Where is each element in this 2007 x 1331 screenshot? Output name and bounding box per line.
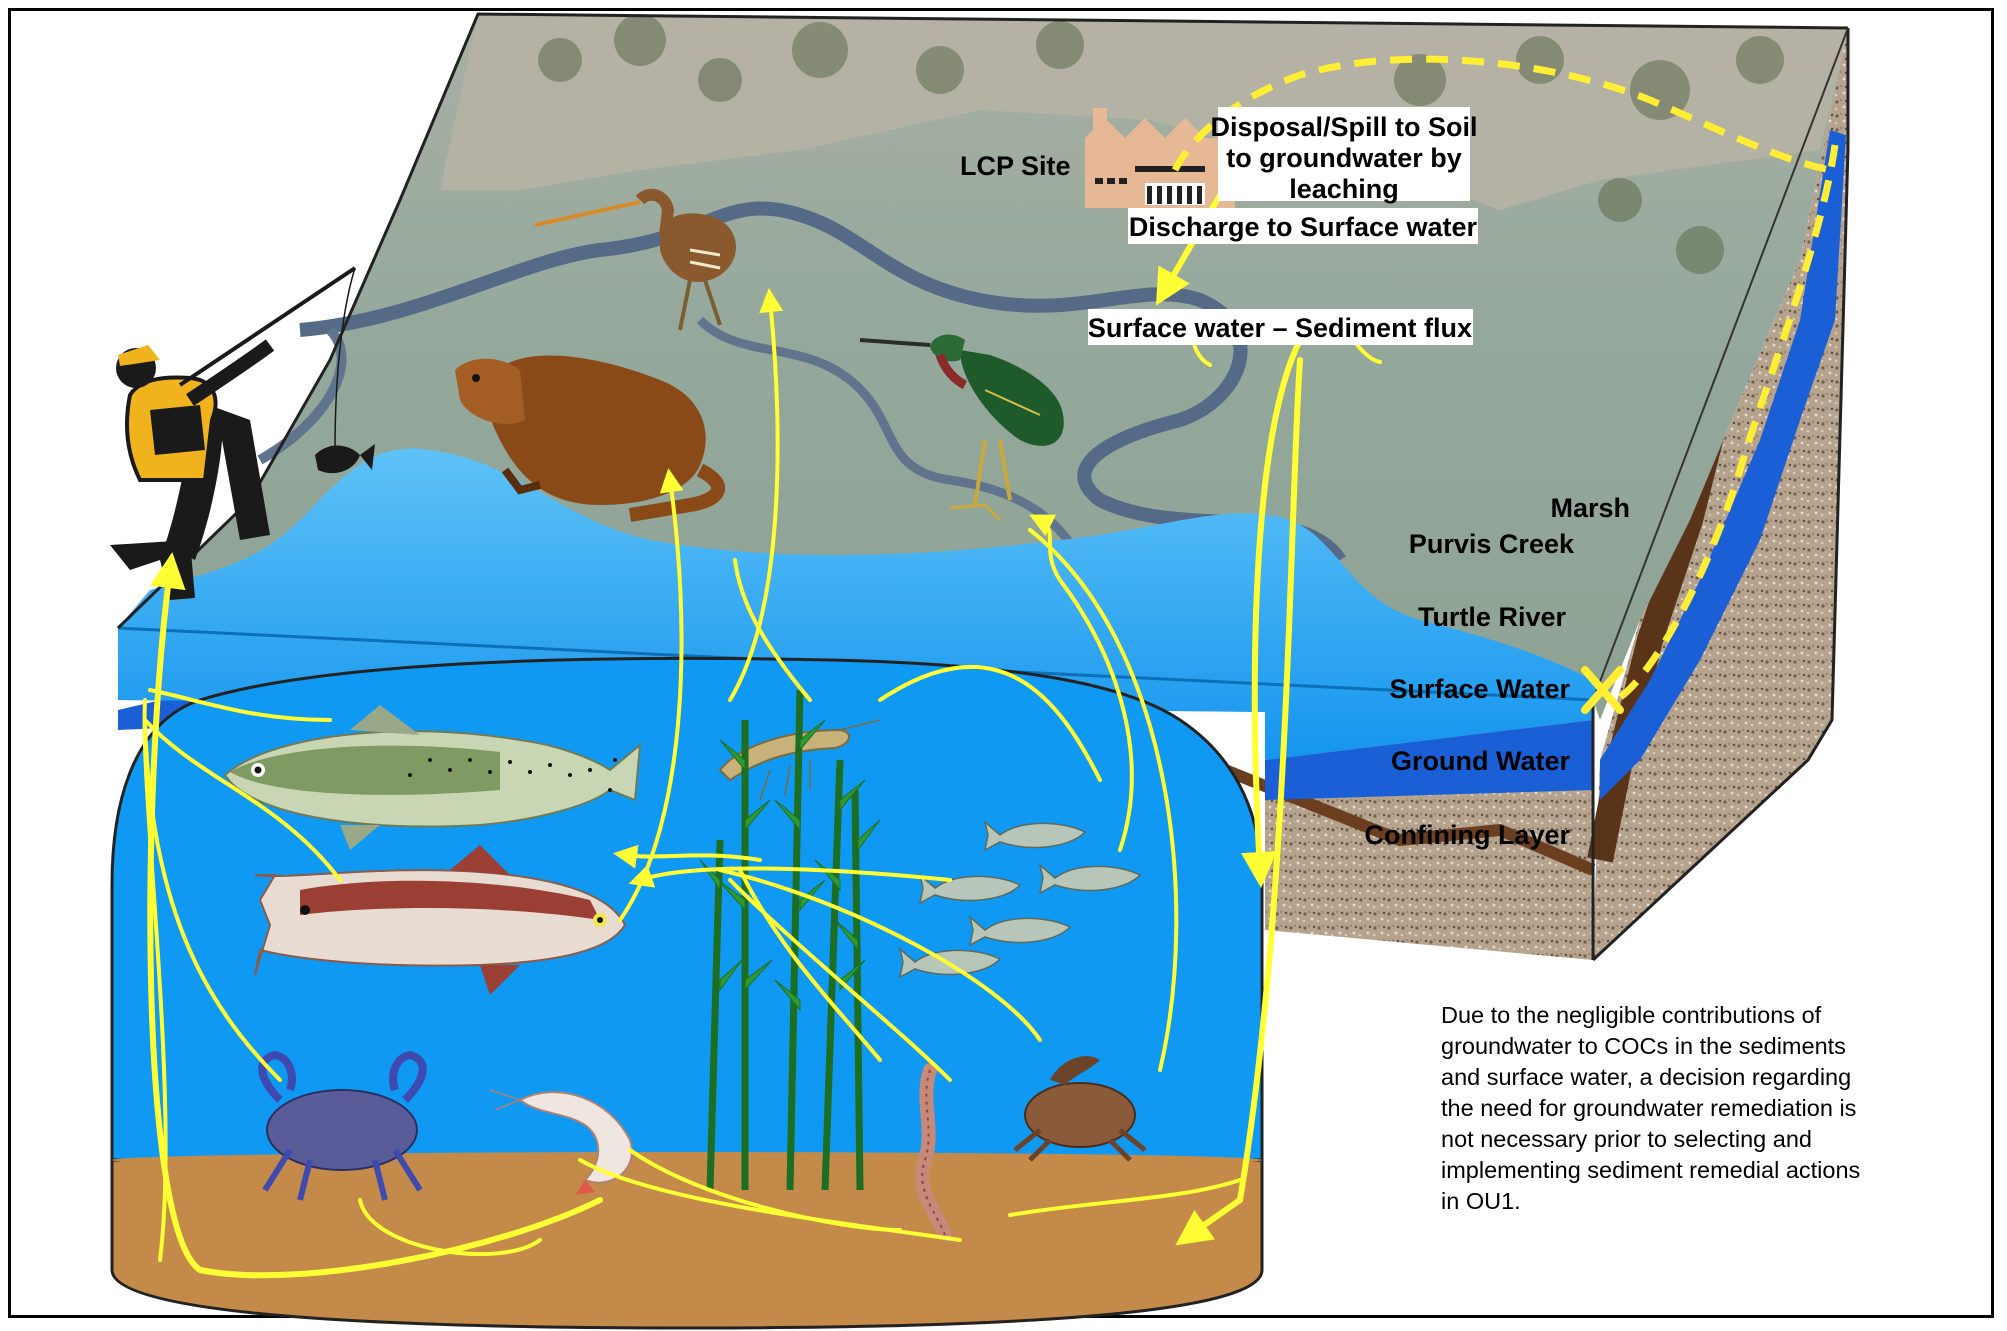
sediment-layer <box>112 1160 1262 1328</box>
note-line: the need for groundwater remediation is <box>1441 1093 1961 1124</box>
note-line: in OU1. <box>1441 1186 1961 1217</box>
label-discharge: Discharge to Surface water <box>1129 212 1478 242</box>
label-flux: Surface water – Sediment flux <box>1088 313 1472 343</box>
label-surface-water: Surface Water <box>1389 674 1570 704</box>
note-line: Due to the negligible contributions of <box>1441 1000 1961 1031</box>
label-disposal-line2: to groundwater by <box>1226 143 1462 173</box>
note-line: implementing sediment remedial actions <box>1441 1155 1961 1186</box>
groundwater-note: Due to the negligible contributions of g… <box>1441 1000 1961 1217</box>
label-ground-water: Ground Water <box>1391 746 1570 776</box>
label-disposal-line3: leaching <box>1289 174 1399 204</box>
label-lcp-site: LCP Site <box>960 151 1071 181</box>
label-marsh: Marsh <box>1550 493 1630 523</box>
note-line: not necessary prior to selecting and <box>1441 1124 1961 1155</box>
note-line: groundwater to COCs in the sediments <box>1441 1031 1961 1062</box>
label-turtle-river: Turtle River <box>1418 602 1567 632</box>
label-confining-layer: Confining Layer <box>1364 820 1570 850</box>
label-purvis-creek: Purvis Creek <box>1409 529 1575 559</box>
note-line: and surface water, a decision regarding <box>1441 1062 1961 1093</box>
label-disposal-line1: Disposal/Spill to Soil <box>1210 112 1477 142</box>
